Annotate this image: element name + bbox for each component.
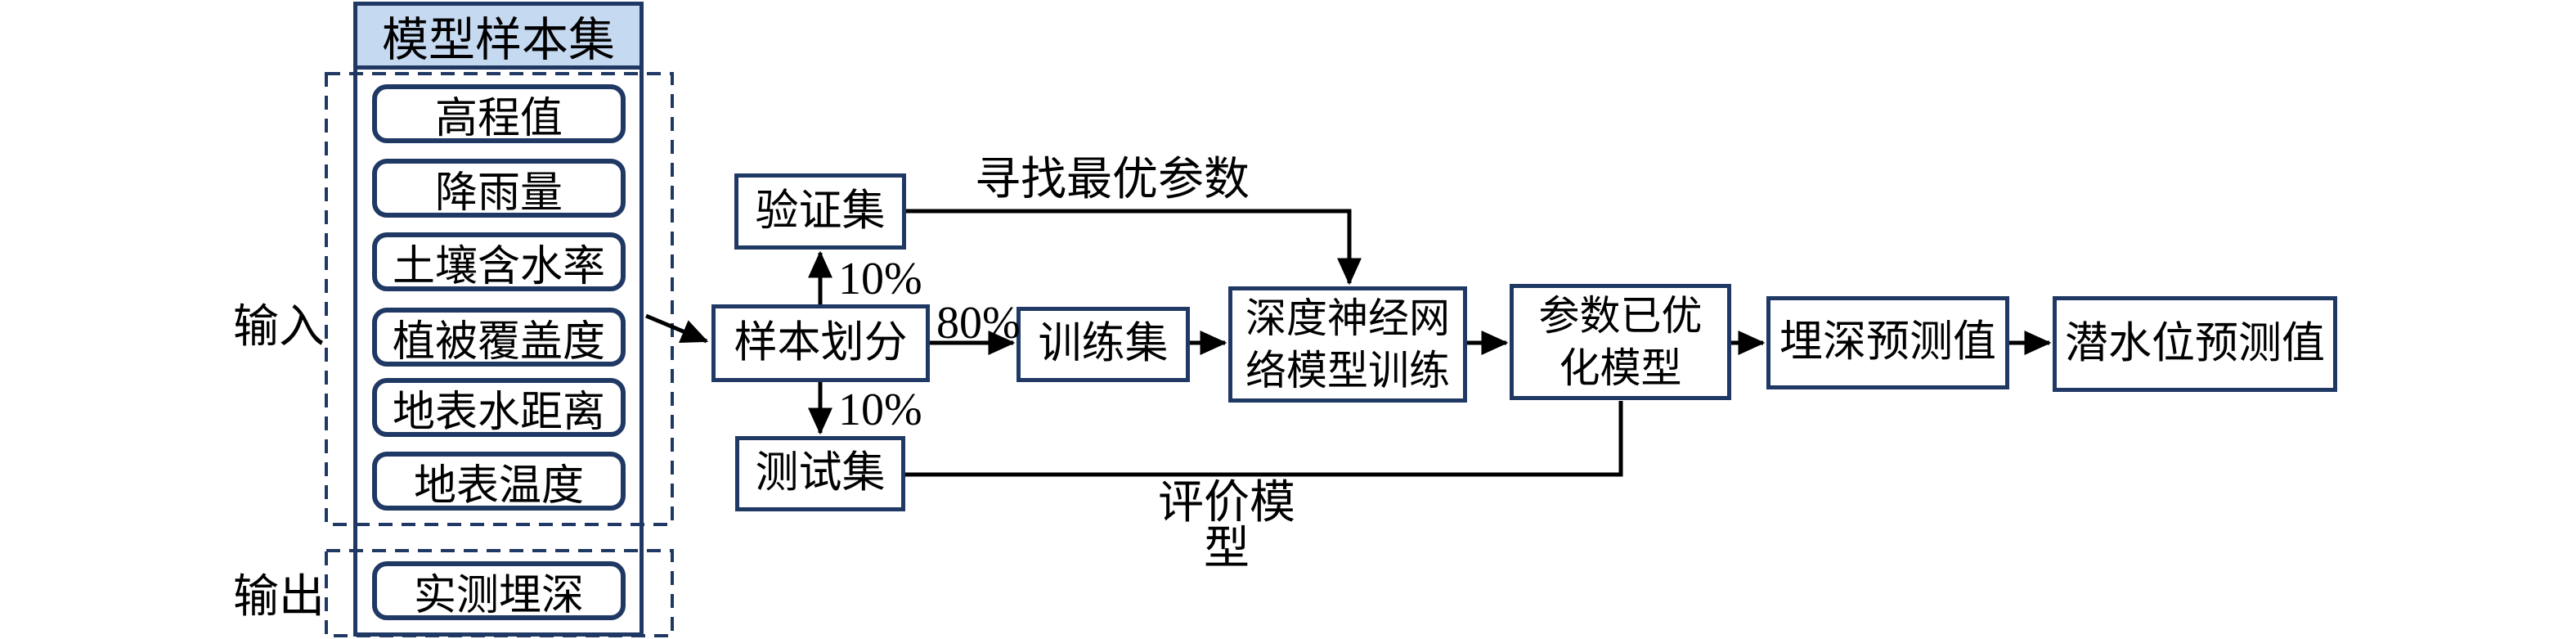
node-training-set: 训练集 — [1016, 307, 1190, 382]
input-group-label: 输入 — [233, 302, 325, 353]
input-item-surface-temperature: 地表温度 — [372, 452, 626, 511]
input-item-soil-moisture: 土壤含水率 — [372, 232, 626, 291]
input-item-label: 地表水距离 — [392, 389, 605, 436]
node-test-set: 测试集 — [735, 436, 905, 511]
input-item-vegetation-coverage: 植被覆盖度 — [372, 308, 626, 367]
model-sample-set-title: 模型样本集 — [382, 14, 615, 66]
output-group-label: 输出 — [233, 572, 325, 623]
node-water-table-prediction: 潜水位预测值 — [2053, 296, 2337, 392]
node-label: 验证集 — [755, 187, 886, 235]
node-label: 测试集 — [755, 449, 886, 497]
node-label: 埋深预测值 — [1779, 318, 1996, 367]
input-item-label: 降雨量 — [434, 169, 563, 217]
model-sample-set-header: 模型样本集 — [353, 2, 644, 70]
edge-label-training-percent: 80% — [936, 298, 1021, 349]
output-item-label: 实测埋深 — [413, 572, 584, 619]
sample-set-to-split-arrow — [645, 313, 709, 344]
input-item-label: 土壤含水率 — [392, 243, 605, 290]
edge-label-find-best-params: 寻找最优参数 — [975, 155, 1250, 205]
input-item-label: 地表温度 — [413, 462, 584, 510]
node-sample-split: 样本划分 — [711, 304, 930, 382]
edge-label-test-percent: 10% — [838, 385, 922, 435]
node-label: 深度神经网 络模型训练 — [1245, 295, 1450, 394]
validation-to-dnn-connector — [906, 209, 1362, 286]
node-optimized-model: 参数已优 化模型 — [1510, 284, 1731, 400]
edge-label-validation-percent: 10% — [838, 254, 922, 304]
node-depth-prediction: 埋深预测值 — [1766, 296, 2009, 389]
node-label: 潜水位预测值 — [2065, 319, 2325, 367]
input-item-rainfall: 降雨量 — [372, 159, 626, 218]
node-dnn-training: 深度神经网 络模型训练 — [1228, 286, 1467, 403]
node-label: 样本划分 — [734, 318, 908, 367]
test-to-optimized-connector — [905, 401, 1623, 477]
output-item-measured-depth: 实测埋深 — [372, 561, 626, 620]
input-item-label: 植被覆盖度 — [392, 318, 605, 366]
edge-label-evaluate-model: 评价模型 — [1158, 478, 1295, 574]
node-validation-set: 验证集 — [734, 173, 906, 250]
input-item-label: 高程值 — [434, 95, 563, 142]
output-group-dashed-box — [325, 549, 674, 637]
input-group-dashed-box — [325, 72, 674, 526]
input-item-elevation: 高程值 — [372, 84, 626, 143]
node-label: 训练集 — [1038, 320, 1169, 368]
node-label: 参数已优 化模型 — [1538, 293, 1703, 391]
input-item-surface-water-distance: 地表水距离 — [372, 378, 626, 437]
